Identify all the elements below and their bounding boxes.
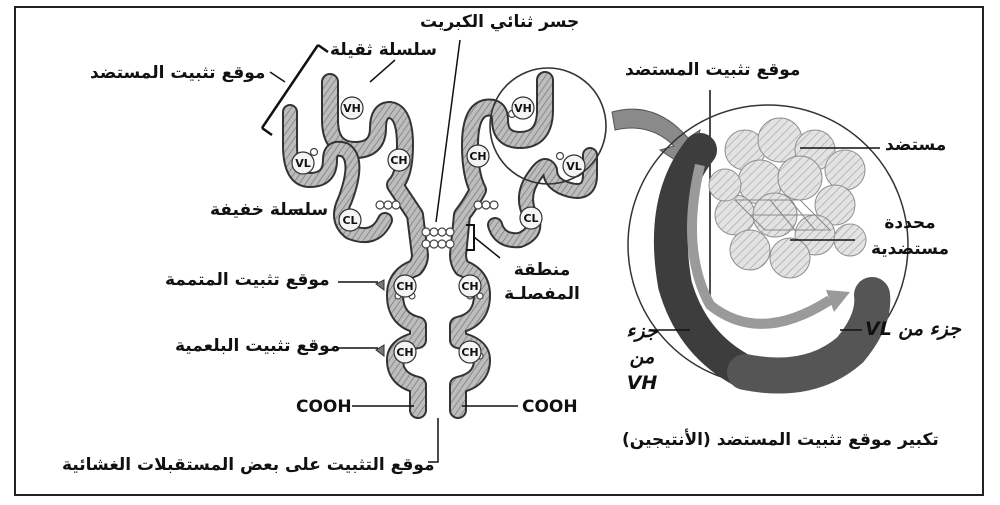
label-epitope: محددة مستضدية xyxy=(868,210,952,262)
domain-vh-left: VH xyxy=(343,102,361,115)
label-cooh-left: COOH xyxy=(296,397,352,417)
domain-ch1-left: CH xyxy=(390,154,407,167)
domain-vl-left: VL xyxy=(295,157,311,170)
domain-ch2-right: CH xyxy=(461,280,478,293)
label-vl-part: جزء من VL xyxy=(865,318,961,340)
label-light-chain: سلسلة خفيفة xyxy=(210,200,328,220)
label-complement-binding-site: موقع تثبيت المتممة xyxy=(165,270,330,290)
domain-cl-right: CL xyxy=(523,212,538,225)
domain-vh-right: VH xyxy=(514,102,532,115)
domain-cl-left: CL xyxy=(342,214,357,227)
label-membrane-receptor-site: موقع التثبيت على بعض المستقبلات الغشائية xyxy=(62,455,435,475)
label-antigen-binding-site-left: موقع تثبيت المستضد xyxy=(90,63,265,83)
domain-ch3-right: CH xyxy=(461,346,478,359)
label-antigen: مستضد xyxy=(885,135,946,155)
domain-ch1-right: CH xyxy=(469,150,486,163)
domain-ch3-left: CH xyxy=(396,346,413,359)
label-antigen-binding-site-right: موقع تثبيت المستضد xyxy=(625,60,800,80)
label-disulfide-bridge: جسر ثنائي الكبريت xyxy=(420,12,579,32)
label-phagocyte-binding-site: موقع تثبيت البلعمية xyxy=(175,336,340,356)
label-cooh-right: COOH xyxy=(522,397,578,417)
side-binding-markers xyxy=(376,280,384,356)
label-magnification-caption: تكبير موقع تثبيت المستضد (الأنتيجين) xyxy=(622,430,939,450)
label-heavy-chain: سلسلة ثقيلة xyxy=(330,40,437,60)
domain-ch2-left: CH xyxy=(396,280,413,293)
label-hinge-region: منطقة المفصلـة xyxy=(500,258,584,306)
domain-vl-right: VL xyxy=(566,160,582,173)
label-vh-part: جزء من VH xyxy=(620,318,664,396)
